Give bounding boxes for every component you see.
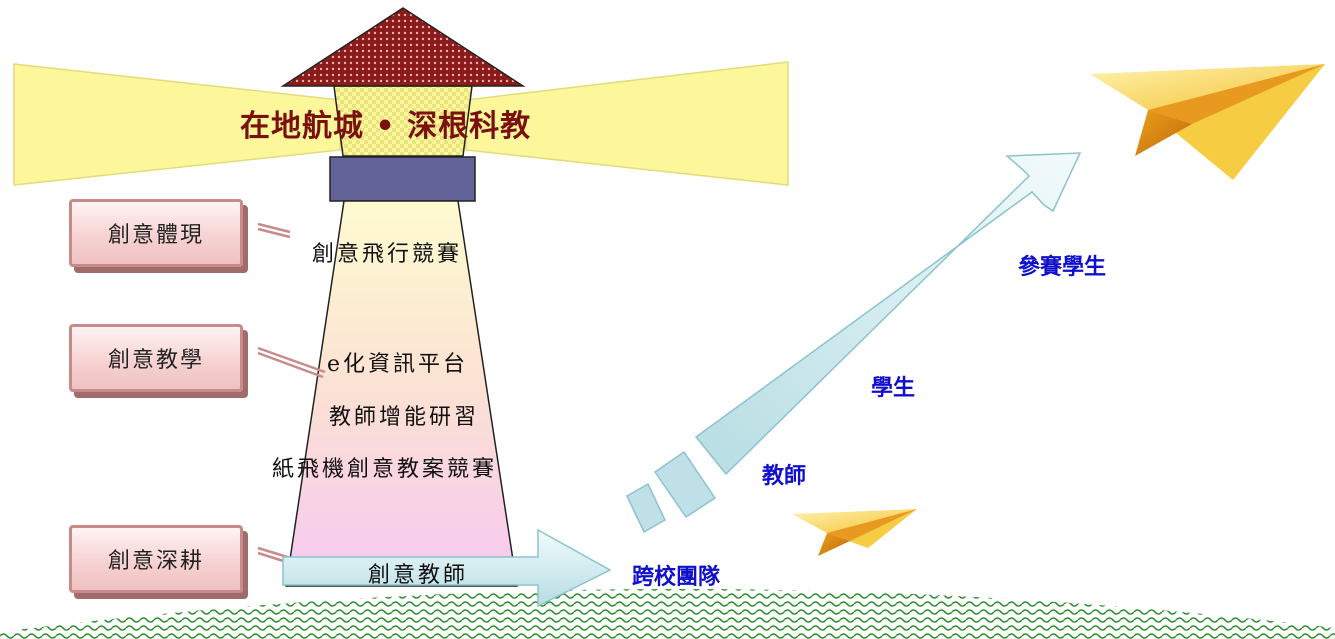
tag-creative-teach: 創意教學 <box>69 324 243 392</box>
diagram-title: 在地航城 • 深根科教 <box>240 109 532 144</box>
lighthouse-tower <box>285 200 518 587</box>
diag-segment-1 <box>626 482 666 534</box>
label-participating-students: 參賽學生 <box>1018 254 1107 280</box>
tag-creative-deep: 創意深耕 <box>69 525 243 593</box>
label-teachers: 教師 <box>762 463 807 489</box>
lighthouse-item-training: 教師增能研習 <box>329 405 480 430</box>
tag-creative-embody: 創意體現 <box>69 199 243 267</box>
label-students: 學生 <box>871 375 916 401</box>
lighthouse-item-competition: 創意飛行競賽 <box>312 242 463 267</box>
paper-plane-icon <box>792 509 917 556</box>
diag-arrow <box>694 152 1082 476</box>
lighthouse-item-lesson-contest: 紙飛機創意教案競賽 <box>272 457 498 482</box>
label-cross-school-team: 跨校團隊 <box>632 564 721 590</box>
connector-teach <box>257 346 326 379</box>
lighthouse-item-platform: e化資訊平台 <box>327 352 469 377</box>
lighthouse-cap-block <box>329 156 476 202</box>
right-light-beam <box>465 61 789 186</box>
base-arrow <box>282 528 612 608</box>
left-light-beam <box>13 63 341 186</box>
connector-embody <box>257 222 291 239</box>
lighthouse-roof <box>280 7 526 87</box>
diag-segment-2 <box>653 450 717 519</box>
grass-hill <box>0 588 1335 639</box>
base-arrow-label: 創意教師 <box>368 563 469 588</box>
paper-plane-icon <box>1090 64 1325 180</box>
